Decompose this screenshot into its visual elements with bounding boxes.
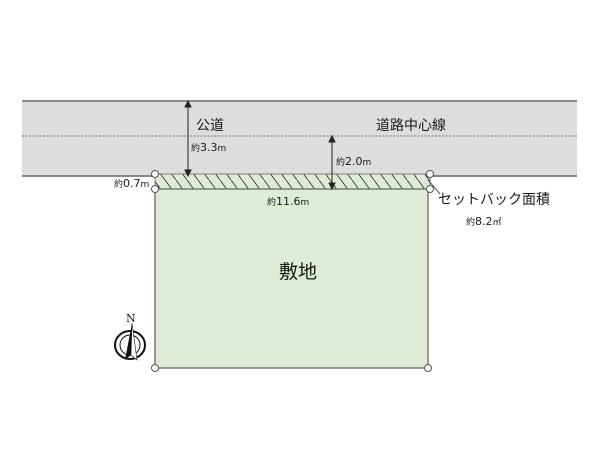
setback-area-title: セットバック面積	[438, 192, 550, 208]
public-road	[22, 100, 577, 177]
road-width-prefix: 約	[191, 144, 201, 154]
setback-depth-value: 0.7	[123, 177, 141, 190]
road-width-value: 3.3	[200, 141, 218, 154]
setback-area	[154, 173, 431, 190]
centerline-distance-label: 約2.0m	[336, 156, 371, 168]
site-label: 敷地	[279, 261, 318, 283]
frontage-unit: m	[300, 198, 310, 208]
road-label: 公道	[196, 118, 224, 134]
setback-area-unit: ㎡	[492, 218, 502, 228]
frontage-value: 11.6	[276, 195, 301, 208]
centerline-label: 道路中心線	[376, 118, 446, 134]
north-arrow-icon	[114, 322, 146, 361]
road-width-label: 約3.3m	[191, 142, 226, 154]
north-label: N	[126, 312, 136, 325]
centerline-distance-arrow	[328, 134, 336, 191]
road-width-arrow	[184, 99, 192, 178]
setback-depth-label: 約0.7m	[114, 178, 149, 190]
setback-depth-unit: m	[140, 180, 150, 190]
centerline-distance-prefix: 約	[336, 158, 346, 168]
setback-area-value-label: 約8.2㎡	[466, 216, 502, 228]
setback-leader-line	[427, 179, 441, 195]
frontage-label: 約11.6m	[267, 196, 309, 208]
centerline-distance-unit: m	[362, 158, 372, 168]
road-width-unit: m	[217, 144, 227, 154]
setback-depth-prefix: 約	[114, 180, 124, 190]
frontage-prefix: 約	[267, 198, 277, 208]
setback-area-value: 8.2	[475, 215, 493, 228]
boundary-markers	[151, 170, 434, 372]
setback-area-prefix: 約	[466, 218, 476, 228]
site-lot	[154, 188, 429, 369]
centerline-distance-value: 2.0	[345, 155, 363, 168]
